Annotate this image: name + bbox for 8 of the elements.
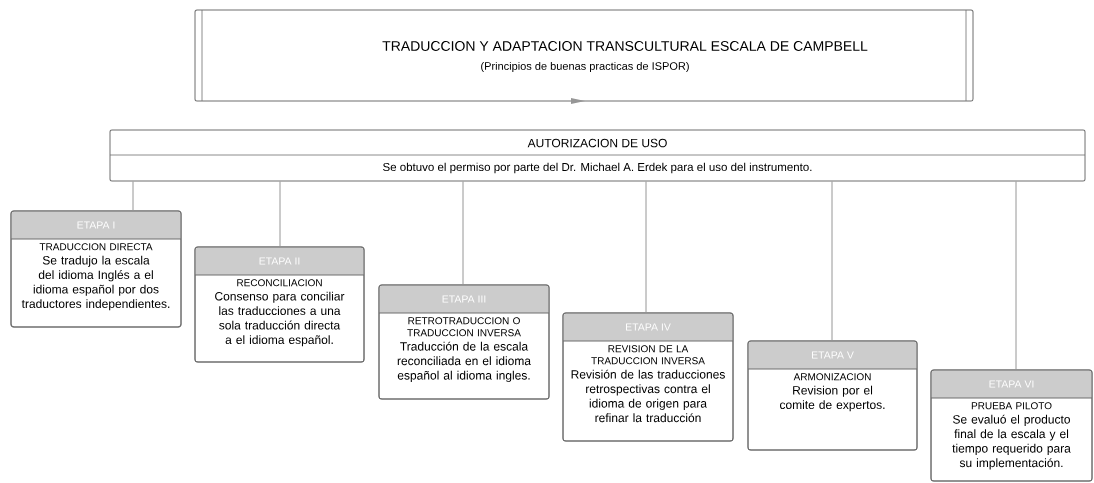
connector-line — [1015, 181, 1017, 370]
connector-line — [462, 181, 464, 285]
authorization-box: AUTORIZACION DE USO Se obtuvo el permiso por parte del Dr. Michael A. Erdek para el uso del instrumento. — [109, 129, 1086, 182]
connector-line — [132, 181, 134, 211]
connector-line — [645, 181, 647, 313]
connector-line — [831, 181, 833, 341]
title-box: TRADUCCION Y ADAPTACION TRANSCULTURAL ESCALA DE CAMPBELL (Principios de buenas practicas de ISPOR) — [194, 9, 974, 102]
connector-line — [279, 181, 281, 247]
